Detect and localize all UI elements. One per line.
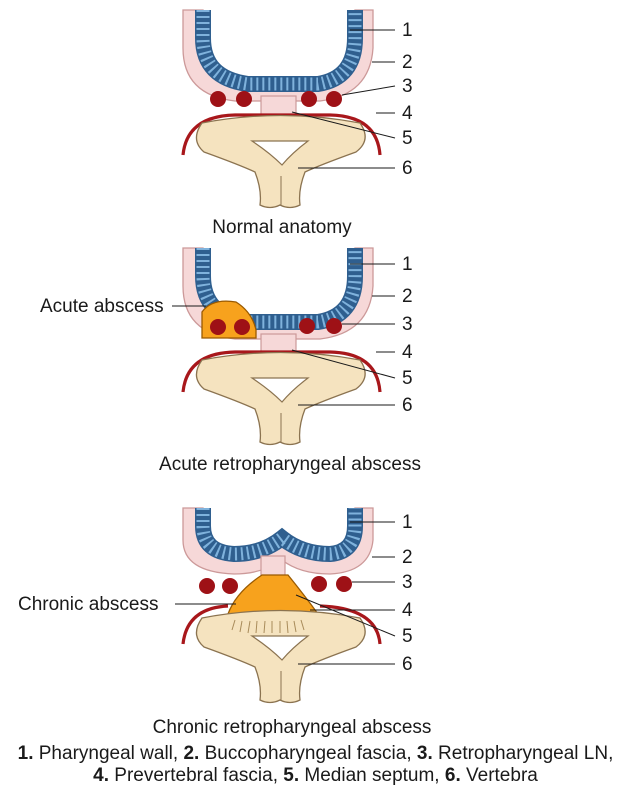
legend-num-3: 3.	[417, 743, 433, 764]
label-6: 6	[402, 654, 413, 675]
legend-num-6: 6.	[445, 765, 461, 786]
chronic-abscess-label: Chronic abscess	[18, 594, 158, 615]
legend-text-5: Median septum,	[299, 765, 445, 786]
median-septum	[261, 96, 296, 116]
legend-text-3: Retropharyngeal LN,	[433, 743, 614, 764]
caption-normal: Normal anatomy	[212, 217, 352, 238]
label-2: 2	[402, 547, 413, 568]
legend-text-2: Buccopharyngeal fascia,	[199, 743, 417, 764]
lymph-node	[210, 91, 226, 107]
legend-text-1: Pharyngeal wall,	[33, 743, 183, 764]
legend-num-2: 2.	[183, 743, 199, 764]
label-1: 1	[402, 512, 413, 533]
caption-chronic: Chronic retropharyngeal abscess	[153, 717, 432, 738]
label-5: 5	[402, 626, 413, 647]
caption-acute: Acute retropharyngeal abscess	[159, 454, 421, 475]
label-3: 3	[402, 572, 413, 593]
label-1: 1	[402, 20, 413, 41]
legend-num-5: 5.	[283, 765, 299, 786]
lymph-node	[199, 578, 215, 594]
label-2: 2	[402, 286, 413, 307]
lymph-node	[326, 91, 342, 107]
panel-chronic: Chronic abscess 1 2 3 4 5 6 Chronic retr…	[18, 508, 431, 738]
lymph-node	[326, 318, 342, 334]
acute-abscess	[202, 301, 256, 338]
legend-num-4: 4.	[93, 765, 109, 786]
panel-acute: Acute abscess 1 2 3 4 5 6 Acute retropha…	[40, 248, 421, 475]
label-1: 1	[402, 254, 413, 275]
label-4: 4	[402, 103, 413, 124]
lymph-node	[311, 576, 327, 592]
lymph-node	[234, 319, 250, 335]
panel-normal: 1 2 3 4 5 6 Normal anatomy	[183, 10, 413, 238]
label-5: 5	[402, 368, 413, 389]
label-4: 4	[402, 600, 413, 621]
legend-num-1: 1.	[18, 743, 34, 764]
lymph-node	[336, 576, 352, 592]
label-5: 5	[402, 128, 413, 149]
label-6: 6	[402, 395, 413, 416]
legend-text-6: Vertebra	[461, 765, 538, 786]
label-2: 2	[402, 52, 413, 73]
lymph-node	[299, 318, 315, 334]
lymph-node	[222, 578, 238, 594]
label-4: 4	[402, 342, 413, 363]
lymph-node	[301, 91, 317, 107]
legend-line-2: 4. Prevertebral fascia, 5. Median septum…	[0, 765, 631, 787]
lymph-node	[210, 319, 226, 335]
acute-abscess-label: Acute abscess	[40, 296, 164, 317]
lymph-node	[236, 91, 252, 107]
label-3: 3	[402, 76, 413, 97]
label-6: 6	[402, 158, 413, 179]
legend-line-1: 1. Pharyngeal wall, 2. Buccopharyngeal f…	[0, 743, 631, 765]
label-3: 3	[402, 314, 413, 335]
legend-text-4: Prevertebral fascia,	[109, 765, 283, 786]
